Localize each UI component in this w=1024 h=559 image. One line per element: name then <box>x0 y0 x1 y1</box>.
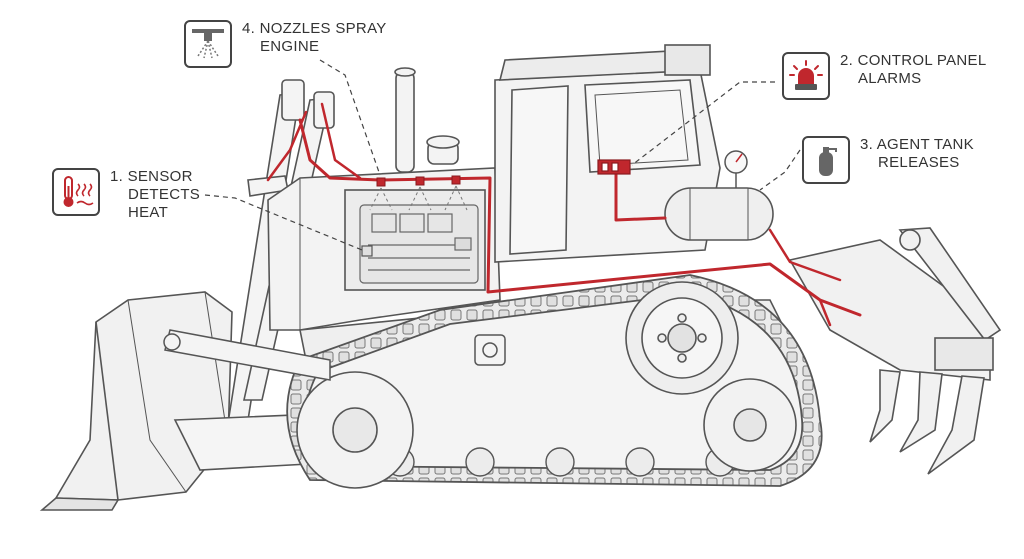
pressure-gauge <box>724 150 748 188</box>
callout-agent-tank-line1: 3. AGENT TANK <box>860 136 974 153</box>
callout-control-panel: 2. CONTROL PANEL ALARMS <box>782 52 987 100</box>
engine-block <box>359 204 479 284</box>
agent-tank <box>664 187 774 241</box>
callout-sensor: 1. SENSOR DETECTS HEAT <box>52 168 200 222</box>
callout-nozzles-line1: 4. NOZZLES SPRAY <box>242 20 387 37</box>
rear-wheel <box>703 378 797 472</box>
callout-agent-tank: 3. AGENT TANK RELEASES <box>802 136 974 184</box>
thermometer-heat-icon <box>52 168 100 216</box>
callout-sensor-line1: 1. SENSOR <box>110 168 193 185</box>
ripper <box>788 227 1002 475</box>
gas-cylinder-icon <box>802 136 850 184</box>
idler-wheel <box>296 371 414 489</box>
control-panel <box>597 159 631 175</box>
dozer-blade <box>39 291 233 511</box>
callout-control-panel-line1: 2. CONTROL PANEL <box>840 52 987 69</box>
callout-nozzles: 4. NOZZLES SPRAY ENGINE <box>184 20 387 68</box>
leader-lines <box>204 59 801 251</box>
suppression-piping <box>266 102 862 327</box>
callout-sensor-line3: HEAT <box>128 204 169 221</box>
lift-cylinders <box>227 79 335 424</box>
push-arm <box>163 329 506 381</box>
callout-agent-tank-label: 3. AGENT TANK RELEASES <box>860 136 974 172</box>
callout-nozzles-line2: ENGINE <box>260 38 320 55</box>
callout-sensor-label: 1. SENSOR DETECTS HEAT <box>110 168 200 222</box>
exhaust-stack <box>394 67 460 173</box>
callout-control-panel-line2: ALARMS <box>858 70 922 87</box>
callout-agent-tank-line2: RELEASES <box>878 154 960 171</box>
heat-sensor <box>361 245 373 257</box>
alarm-beacon-icon <box>782 52 830 100</box>
drive-sprocket <box>625 281 739 395</box>
callout-sensor-line2: DETECTS <box>128 186 201 203</box>
spray-nozzle-icon <box>184 20 232 68</box>
callout-control-panel-label: 2. CONTROL PANEL ALARMS <box>840 52 987 88</box>
spray-nozzles <box>376 175 461 187</box>
callout-nozzles-label: 4. NOZZLES SPRAY ENGINE <box>242 20 387 56</box>
nozzle-spray-lines <box>369 185 468 211</box>
